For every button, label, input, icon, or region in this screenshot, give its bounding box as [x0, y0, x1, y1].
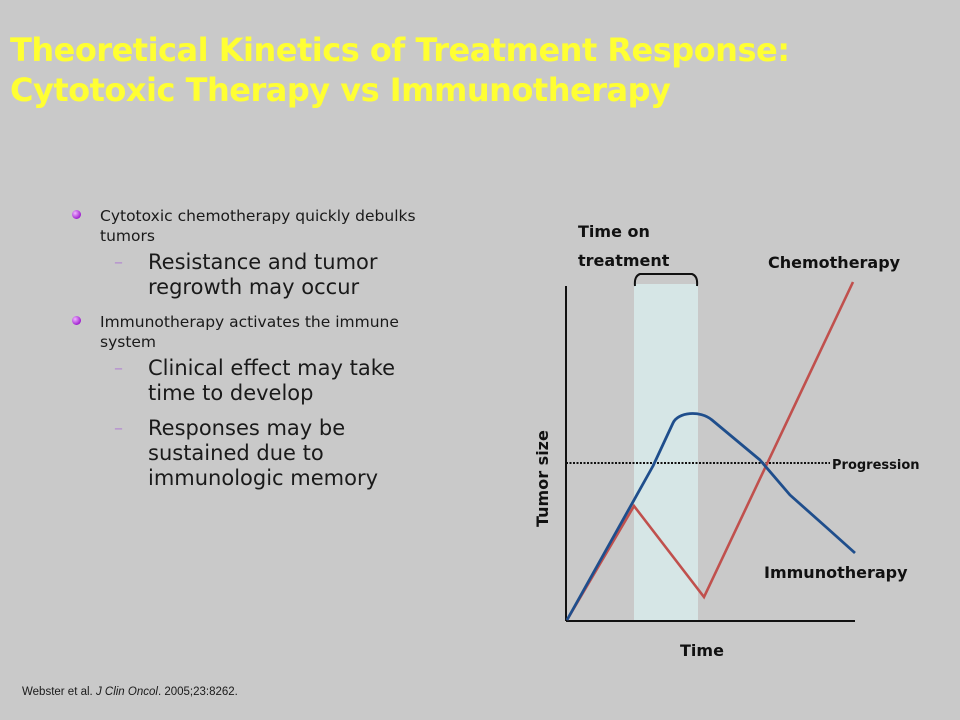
y-axis-label: Tumor size: [533, 430, 552, 527]
citation-journal: J Clin Oncol: [95, 686, 158, 698]
chemotherapy-label: Chemotherapy: [768, 253, 901, 272]
citation: Webster et al. J Clin Oncol. 2005;23:826…: [22, 686, 238, 698]
sub-bullet-item: – Responses may be sustained due to immu…: [70, 416, 440, 491]
citation-prefix: Webster et al.: [22, 686, 96, 698]
immunotherapy-label: Immunotherapy: [764, 563, 908, 582]
x-axis-label: Time: [680, 641, 724, 660]
bullet-dot-icon: [72, 210, 81, 219]
immunotherapy-curve: [565, 412, 856, 621]
bullet-text: Cytotoxic chemotherapy quickly debulks t…: [100, 207, 416, 245]
sub-bullet-text: Responses may be sustained due to immuno…: [148, 416, 379, 490]
sub-bullet-item: – Resistance and tumor regrowth may occu…: [70, 250, 440, 300]
dash-icon: –: [114, 418, 123, 439]
slide-title: Theoretical Kinetics of Treatment Respon…: [10, 30, 950, 110]
progression-label: Progression: [832, 458, 920, 473]
bullet-list: Cytotoxic chemotherapy quickly debulks t…: [70, 206, 440, 501]
time-on-treatment-label-2: treatment: [578, 251, 670, 270]
dash-icon: –: [114, 358, 123, 379]
bullet-text: Immunotherapy activates the immune syste…: [100, 313, 399, 351]
sub-bullet-item: – Clinical effect may take time to devel…: [70, 356, 440, 406]
title-line-1: Theoretical Kinetics of Treatment Respon…: [10, 31, 790, 69]
bullet-item: Cytotoxic chemotherapy quickly debulks t…: [70, 206, 440, 246]
chemotherapy-curve: [565, 281, 855, 621]
sub-bullet-text: Clinical effect may take time to develop: [148, 356, 396, 405]
dash-icon: –: [114, 252, 123, 273]
title-line-2: Cytotoxic Therapy vs Immunotherapy: [10, 71, 671, 109]
time-on-treatment-label-1: Time on: [578, 222, 650, 241]
treatment-band: [634, 284, 698, 621]
bullet-dot-icon: [72, 316, 81, 325]
sub-bullet-text: Resistance and tumor regrowth may occur: [148, 250, 378, 299]
citation-suffix: . 2005;23:8262.: [157, 686, 238, 698]
treatment-bracket: [633, 273, 699, 287]
bullet-item: Immunotherapy activates the immune syste…: [70, 312, 440, 352]
